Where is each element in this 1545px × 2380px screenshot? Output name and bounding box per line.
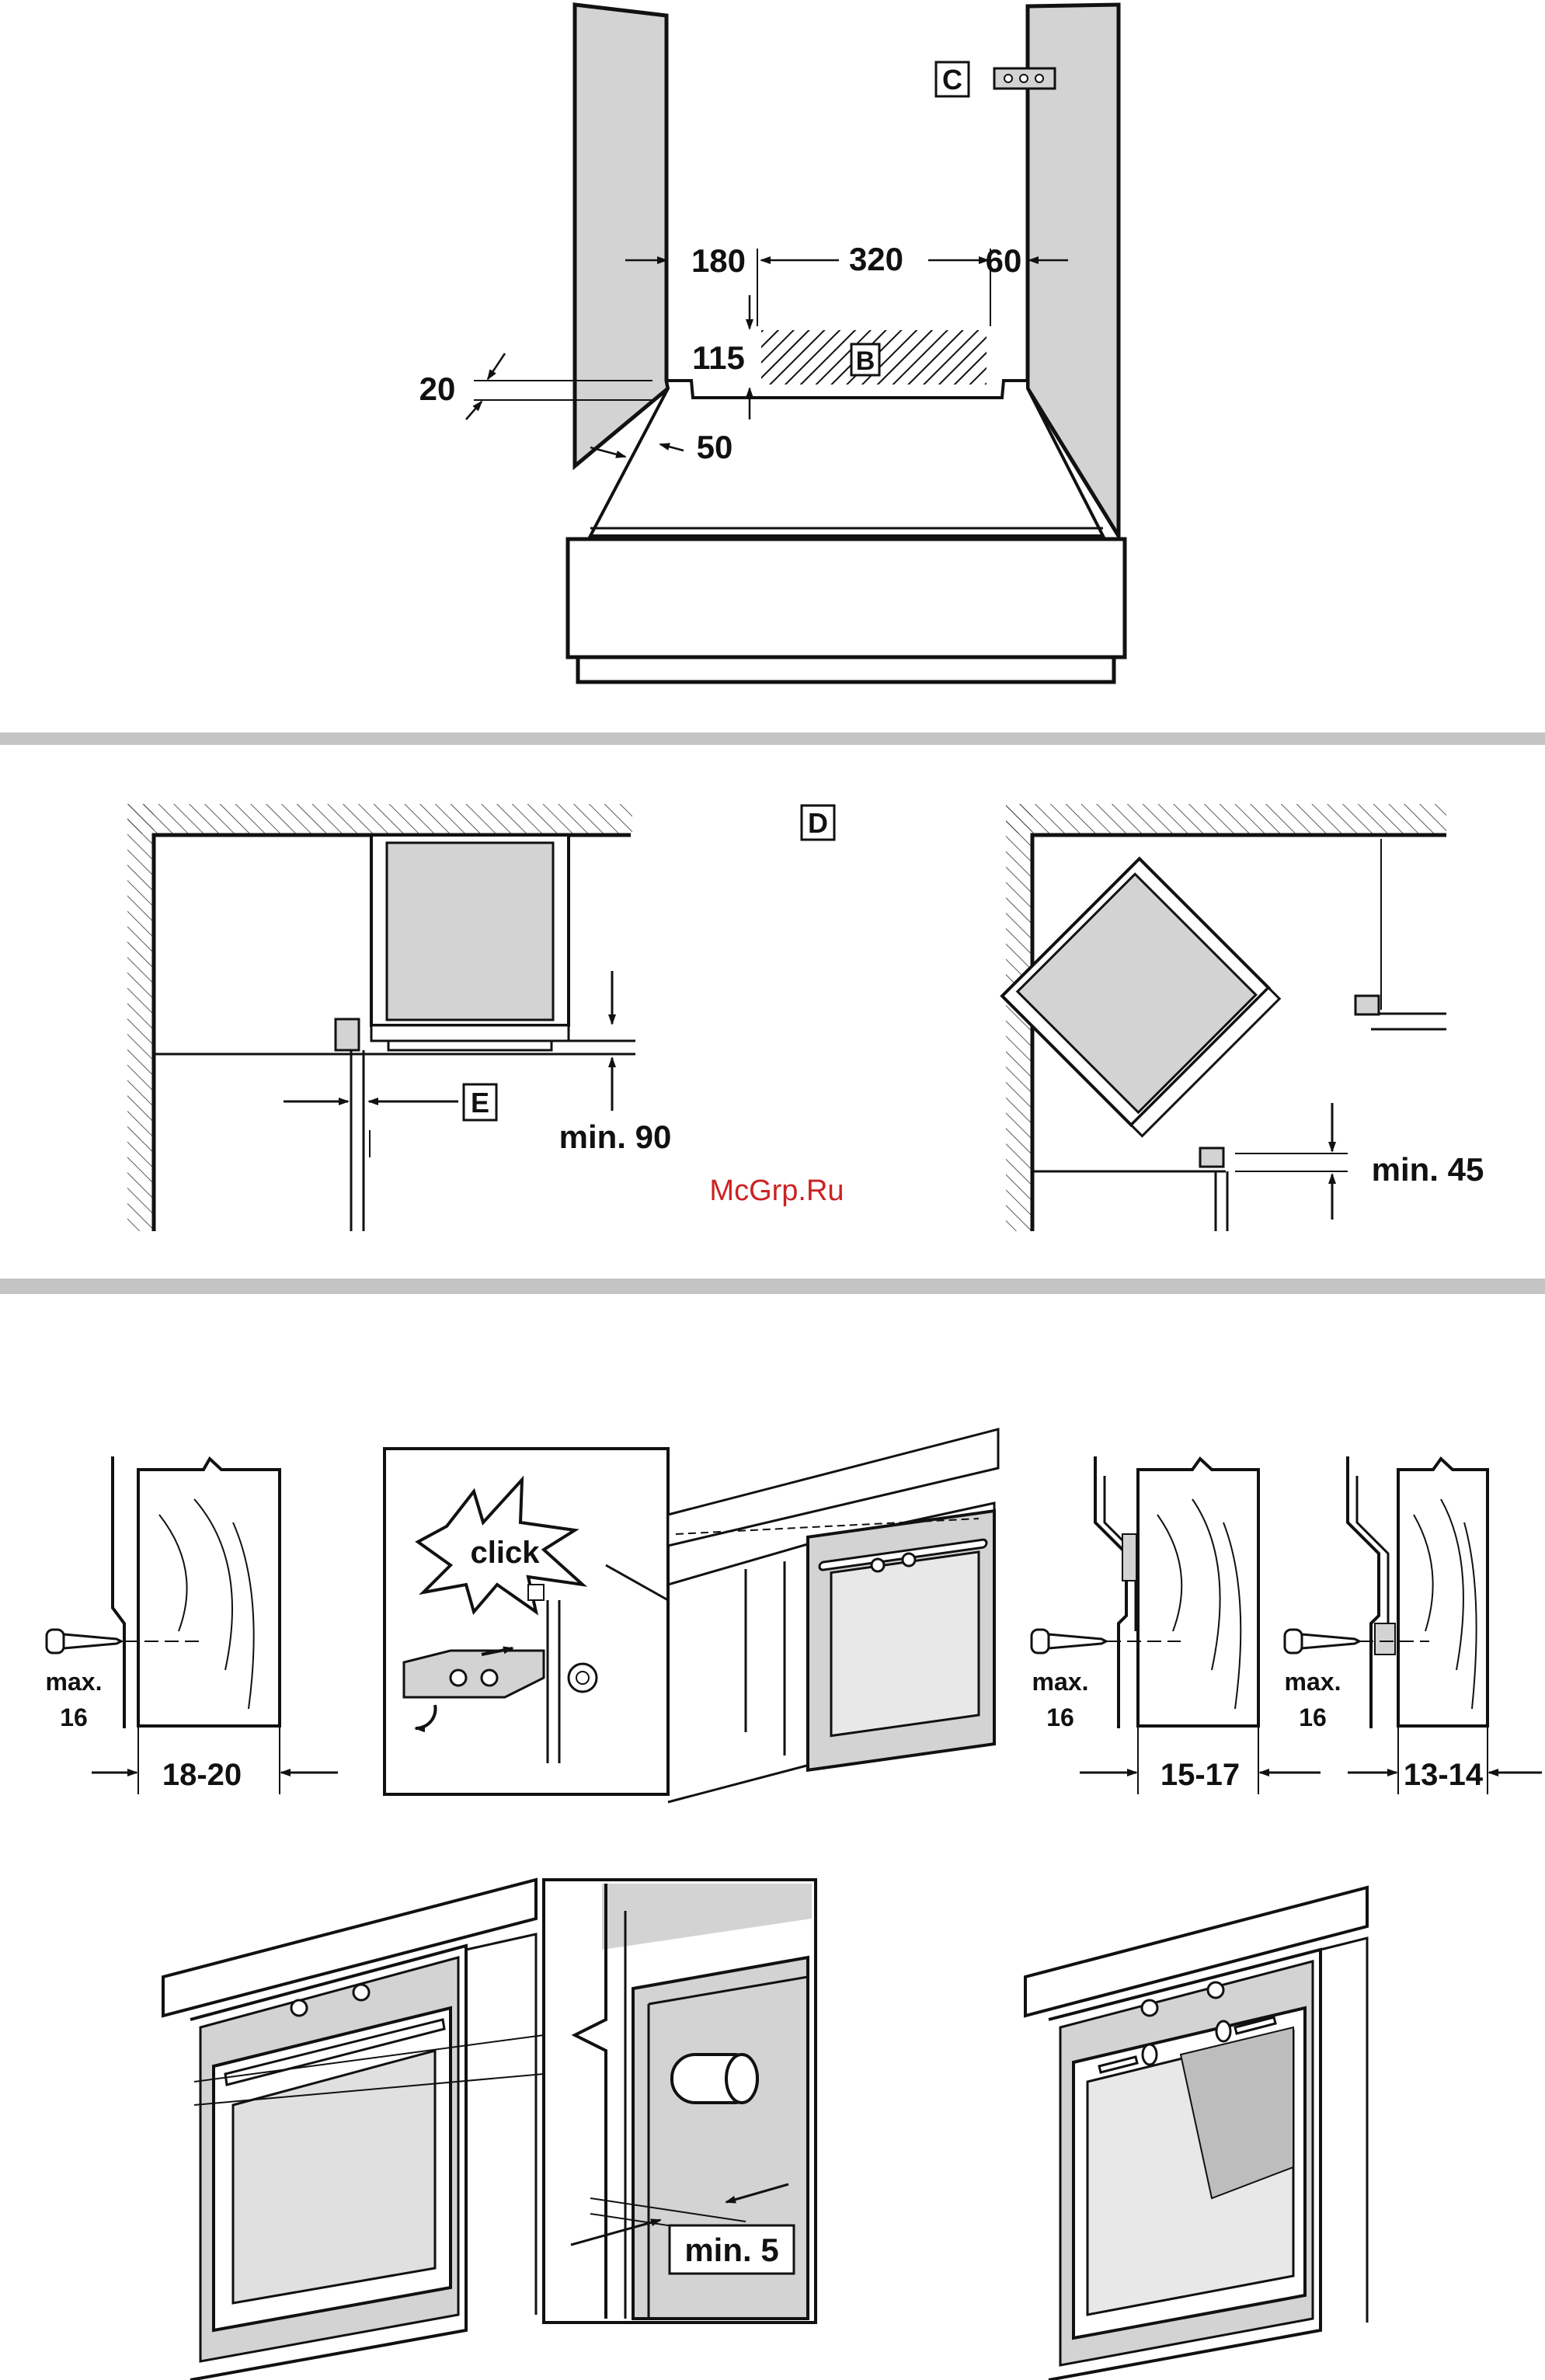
panel-thickness-18-20: max. 16 18-20 [46, 1456, 338, 1794]
cabinet-base [578, 657, 1114, 682]
dim-60: 60 [986, 242, 1022, 279]
max-value-1: 16 [60, 1703, 88, 1731]
corner-unit-right [1002, 858, 1279, 1136]
installed-oven-right [1025, 1888, 1367, 2380]
dim-50: 50 [697, 429, 733, 465]
screw-icon [1285, 1630, 1359, 1653]
wall-top-right [1006, 804, 1446, 833]
left-side-panel [575, 5, 668, 466]
installed-oven-left [163, 1880, 544, 2380]
click-label: click [471, 1536, 541, 1570]
section-niche: B 180 320 60 115 20 50 C [419, 5, 1125, 682]
mounting-clip-icon [994, 68, 1055, 89]
panel-thickness-15-17: max. 16 15-17 [1032, 1456, 1321, 1794]
screw-icon [1032, 1630, 1106, 1653]
max-label-1: max. [46, 1668, 103, 1696]
dim-min-45: min. 45 [1372, 1151, 1484, 1188]
tag-e: E [471, 1087, 489, 1119]
wall-top-left [127, 804, 632, 833]
section-divider [0, 1279, 1545, 1294]
tag-b: B [856, 346, 875, 376]
section-installed: min. 5 [163, 1880, 1367, 2380]
dim-18-20: 18-20 [162, 1758, 242, 1792]
dim-13-14: 13-14 [1404, 1758, 1484, 1792]
watermark: McGrp.Ru [709, 1174, 844, 1207]
cabinet-floor [590, 381, 1103, 536]
wall-side-left [127, 804, 154, 1231]
dim-min-5: min. 5 [684, 2232, 778, 2268]
max-label-3: max. [1285, 1668, 1341, 1696]
dim-15-17: 15-17 [1160, 1758, 1240, 1792]
tag-d: D [808, 807, 828, 839]
panel-thickness-13-14: max. 16 13-14 [1285, 1456, 1542, 1794]
section-divider [0, 732, 1545, 745]
oven-perspective [668, 1429, 998, 1802]
section-corner: min. 90 E D min. 45 McGrp.Ru [127, 804, 1484, 1231]
section-fixing: max. 16 18-20 click [46, 1429, 1542, 1802]
dim-115: 115 [692, 339, 745, 376]
dim-min-90: min. 90 [559, 1119, 672, 1155]
max-label-2: max. [1032, 1668, 1089, 1696]
clip-click-inset: click [385, 1449, 668, 1794]
dim-20: 20 [419, 371, 456, 407]
cabinet-plinth [568, 539, 1125, 657]
max-value-3: 16 [1299, 1703, 1327, 1731]
gap-zoom-inset: min. 5 [544, 1880, 816, 2323]
dim-180: 180 [691, 242, 746, 279]
tag-c: C [942, 64, 962, 96]
screw-icon [47, 1630, 121, 1653]
max-value-2: 16 [1046, 1703, 1074, 1731]
dim-320: 320 [849, 241, 903, 277]
